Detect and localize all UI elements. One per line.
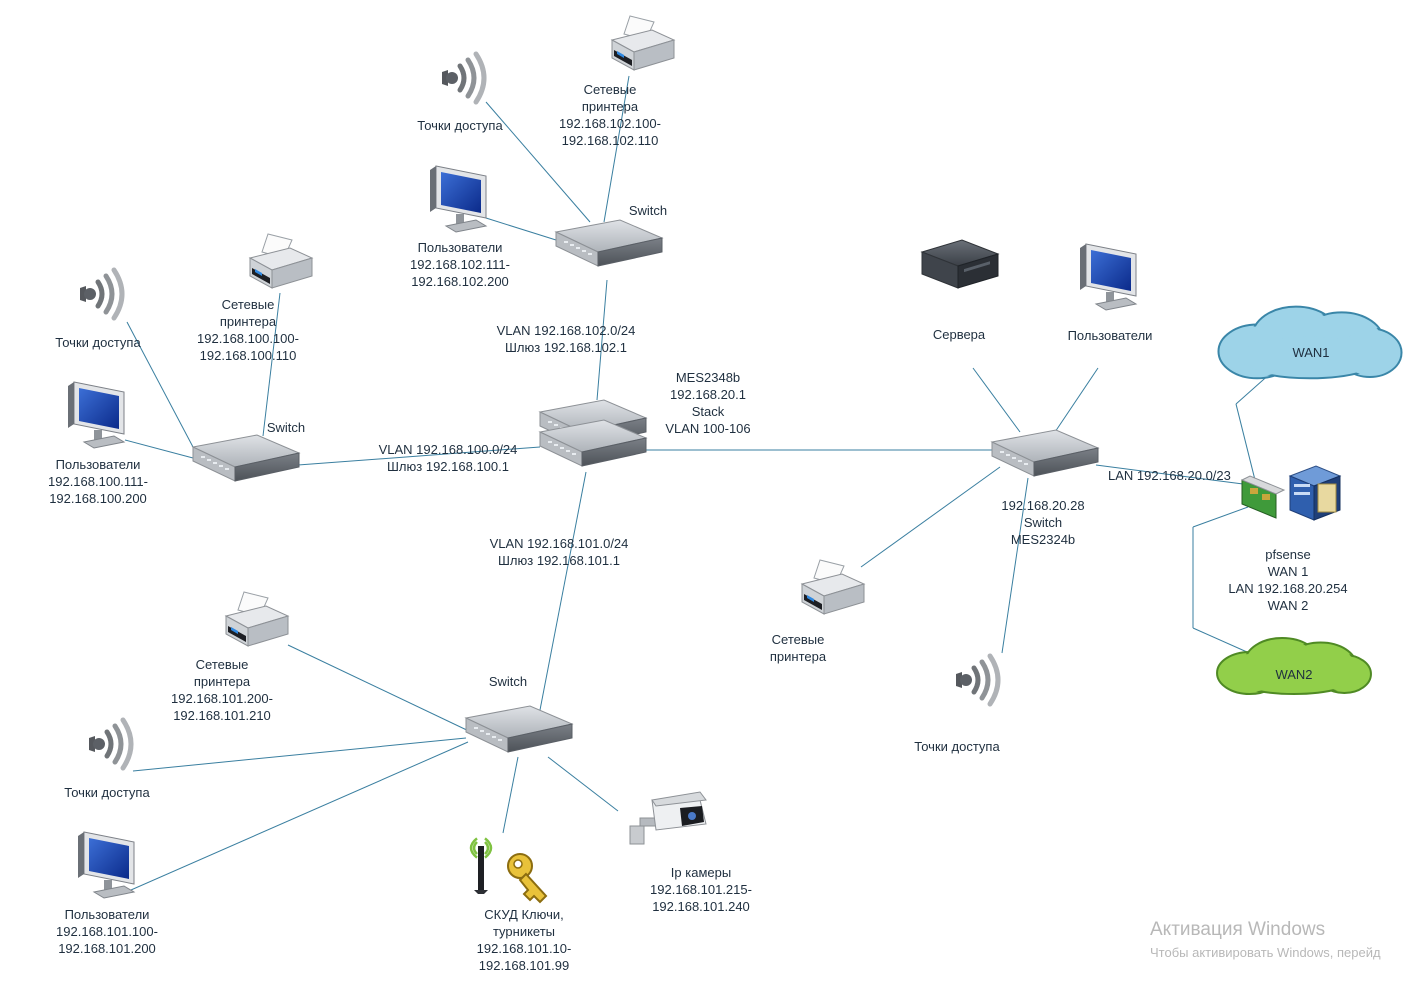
link-right-printer [860,466,1001,568]
top-printer-icon [611,15,675,71]
top-ap-label: Точки доступа [417,118,503,133]
top-switch-label: Switch [628,203,668,218]
right-users-monitor-icon [1079,243,1137,311]
wan2-label: WAN2 [1275,667,1313,682]
wan-clouds [1216,305,1403,695]
activation-watermark-subtitle: Чтобы активировать Windows, перейд [1150,945,1381,960]
ip-camera-icon [629,791,707,845]
left-ap-label: Точки доступа [55,335,141,350]
right-printer-icon [801,559,865,615]
right-users-label: Пользователи [1067,328,1153,343]
link-core-top [596,279,608,401]
bottom-printer-icon [225,591,289,647]
top-switch-icon [555,219,663,267]
lan-label: LAN 192.168.20.0/23 [1108,468,1231,483]
bottom-ap-label: Точки доступа [64,785,150,800]
link-pfsense-wan2-a [1192,506,1249,528]
link-left-printer [262,292,281,437]
link-right-pfsense [1095,464,1244,485]
connection-lines [124,75,1273,891]
link-top-printer [603,75,630,223]
right-ap-wifi-icon [956,656,998,704]
bottom-ap-wifi-icon [89,720,131,768]
link-core-bottom [539,471,587,711]
link-bottom-skud [502,756,519,834]
pfsense-server-icon [1288,465,1342,521]
left-printer-icon [249,233,313,289]
right-switch-icon [991,429,1099,477]
activation-watermark-title: Активация Windows [1150,919,1326,940]
right-ap-label: Точки доступа [914,739,1000,754]
right-servers-icon [921,239,999,289]
top-ap-wifi-icon [442,54,484,102]
right-servers-label: Сервера [932,327,986,342]
wan2-cloud [1216,637,1372,695]
bottom-users-monitor-icon [77,831,135,899]
link-bottom-users [130,741,469,891]
device-icons [67,15,1342,904]
left-switch-icon [192,434,300,482]
link-right-servers [972,367,1021,433]
link-left-ap [126,321,194,448]
bottom-switch-icon [465,705,573,753]
left-switch-label: Switch [266,420,306,435]
top-users-monitor-icon [429,165,487,233]
link-core-left [297,446,541,466]
link-top-ap [485,101,591,223]
link-top-users [485,217,557,241]
left-users-monitor-icon [67,381,125,449]
skud-antenna-icon [469,837,493,894]
wan1-cloud [1217,305,1403,380]
link-bottom-printer [287,644,474,734]
link-bottom-ap [132,737,467,772]
key-icon [507,853,548,904]
link-right-ap [1001,477,1029,654]
wan1-label: WAN1 [1292,345,1330,360]
link-right-users [1054,367,1099,433]
link-bottom-cameras [547,756,619,812]
link-left-users [124,439,194,459]
link-pfsense-wan1-a [1235,403,1257,485]
left-ap-wifi-icon [80,270,122,318]
skud-label: СКУД Ключи,турникеты 192.168.101.10-192.… [476,907,572,973]
bottom-switch-label: Switch [488,674,528,689]
pfsense-nic-icon [1240,475,1286,519]
